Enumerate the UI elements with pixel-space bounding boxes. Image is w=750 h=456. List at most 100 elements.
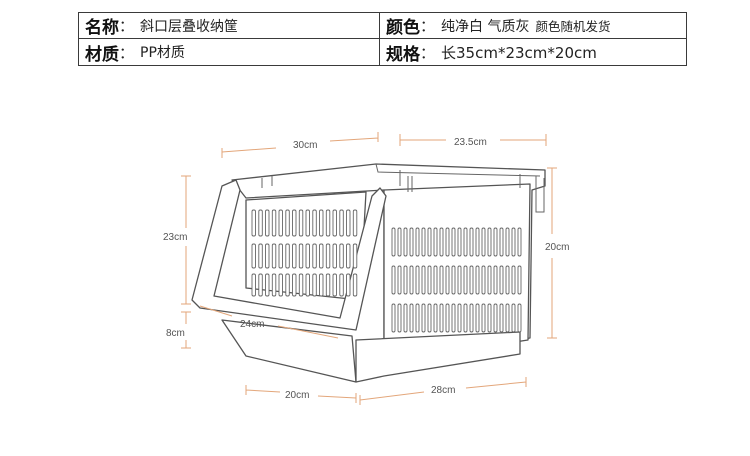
dim-left-height-label: 23cm <box>163 232 187 243</box>
color-value: 纯净白 气质灰 <box>441 18 530 35</box>
vent-slot <box>403 227 408 257</box>
name-value: 斜口层叠收纳筐 <box>140 18 239 35</box>
vent-slot <box>421 227 426 257</box>
vent-slot <box>332 243 337 269</box>
vent-slot <box>505 265 510 295</box>
vent-slot <box>265 243 270 269</box>
vent-slot <box>463 303 468 333</box>
vent-slot <box>285 273 290 297</box>
dim-bottom-width-line <box>245 385 357 403</box>
vent-slot <box>427 303 432 333</box>
material-value: PP材质 <box>140 45 185 61</box>
material-label: 材质 <box>85 44 119 65</box>
basket-rim-detail <box>261 163 541 192</box>
vent-slot <box>445 303 450 333</box>
spec-material-cell: 材质 ： PP材质 <box>79 39 380 65</box>
vent-slot <box>352 243 358 269</box>
vent-slot <box>397 303 402 333</box>
vent-slot <box>285 243 290 269</box>
vent-slot <box>493 227 498 257</box>
vent-slot <box>505 303 510 333</box>
vent-slot <box>451 265 456 295</box>
vent-slot <box>265 273 270 297</box>
vent-slot <box>499 227 504 257</box>
vent-slot <box>305 209 310 237</box>
vent-slot <box>319 243 324 269</box>
vent-slot <box>433 303 438 333</box>
vent-slot <box>457 265 462 295</box>
colon: ： <box>420 43 436 62</box>
vent-slot <box>292 209 297 237</box>
vent-slot <box>258 209 263 237</box>
vent-slot <box>463 265 468 295</box>
vent-slot <box>439 227 444 257</box>
dimension-lines <box>181 132 557 405</box>
color-label: 颜色 <box>386 18 420 38</box>
vent-slot <box>352 209 358 237</box>
vent-slot <box>251 243 256 269</box>
spec-color-cell: 颜色 ： 纯净白 气质灰 颜色随机发货 <box>380 13 686 39</box>
basket-base-right <box>355 331 521 383</box>
vent-slot <box>271 209 277 237</box>
dim-left-height-line <box>181 175 191 305</box>
vent-slot <box>421 265 426 295</box>
vent-slot <box>445 265 450 295</box>
dim-bottom-depth-line <box>359 377 527 405</box>
basket-illustration <box>191 163 546 383</box>
vent-slot <box>325 243 331 269</box>
vent-slot <box>403 265 408 295</box>
spec-table: 名称 ： 斜口层叠收纳筐 颜色 ： 纯净白 气质灰 颜色随机发货 材质 ： PP… <box>78 12 687 66</box>
vent-slot <box>251 273 256 297</box>
vent-slot <box>312 273 317 297</box>
dim-top-depth-line <box>399 134 547 146</box>
dim-top-depth-label: 23.5cm <box>454 137 487 148</box>
vent-slot <box>305 243 310 269</box>
vent-slot <box>427 227 432 257</box>
spec-name-cell: 名称 ： 斜口层叠收纳筐 <box>79 13 380 39</box>
vent-slot <box>409 303 414 333</box>
vent-slot <box>481 227 486 257</box>
vent-slot <box>421 303 426 333</box>
vent-slot <box>251 209 256 237</box>
spec-size-cell: 规格 ： 长35cm*23cm*20cm <box>380 39 686 65</box>
vent-slot <box>457 303 462 333</box>
vent-slot <box>511 303 516 333</box>
vent-slot <box>292 243 297 269</box>
size-label: 规格 <box>386 44 420 65</box>
dim-right-height-line <box>547 167 557 339</box>
vent-slot <box>481 303 486 333</box>
vent-slot <box>433 227 438 257</box>
dim-inner-width-label: 24cm <box>240 319 264 330</box>
vent-slot <box>352 273 358 297</box>
dim-bottom-depth-label: 28cm <box>431 385 455 396</box>
vent-slot <box>475 303 480 333</box>
vent-slot <box>312 243 317 269</box>
vent-slot <box>325 273 331 297</box>
dim-front-lip-label: 8cm <box>166 328 185 339</box>
vent-slot <box>319 209 324 237</box>
vent-slot <box>463 227 468 257</box>
vent-slot <box>499 265 504 295</box>
basket-side-handle <box>535 176 545 213</box>
vent-slot <box>469 265 474 295</box>
vent-slot <box>439 265 444 295</box>
vent-slot <box>339 209 344 237</box>
vent-slot <box>298 243 304 269</box>
vent-slot <box>499 303 504 333</box>
vent-slot <box>451 303 456 333</box>
vent-slot <box>298 209 304 237</box>
vent-slot <box>397 265 402 295</box>
vent-slot <box>481 265 486 295</box>
dim-inner-width-line <box>199 305 339 339</box>
vent-slot <box>427 265 432 295</box>
vent-slot <box>346 209 351 237</box>
vent-slot <box>445 227 450 257</box>
vent-slot <box>487 227 492 257</box>
vent-slot <box>319 273 324 297</box>
vent-slot <box>409 265 414 295</box>
vent-slot <box>493 303 498 333</box>
vent-slot <box>278 243 283 269</box>
vent-slot <box>403 303 408 333</box>
vent-slot <box>475 265 480 295</box>
